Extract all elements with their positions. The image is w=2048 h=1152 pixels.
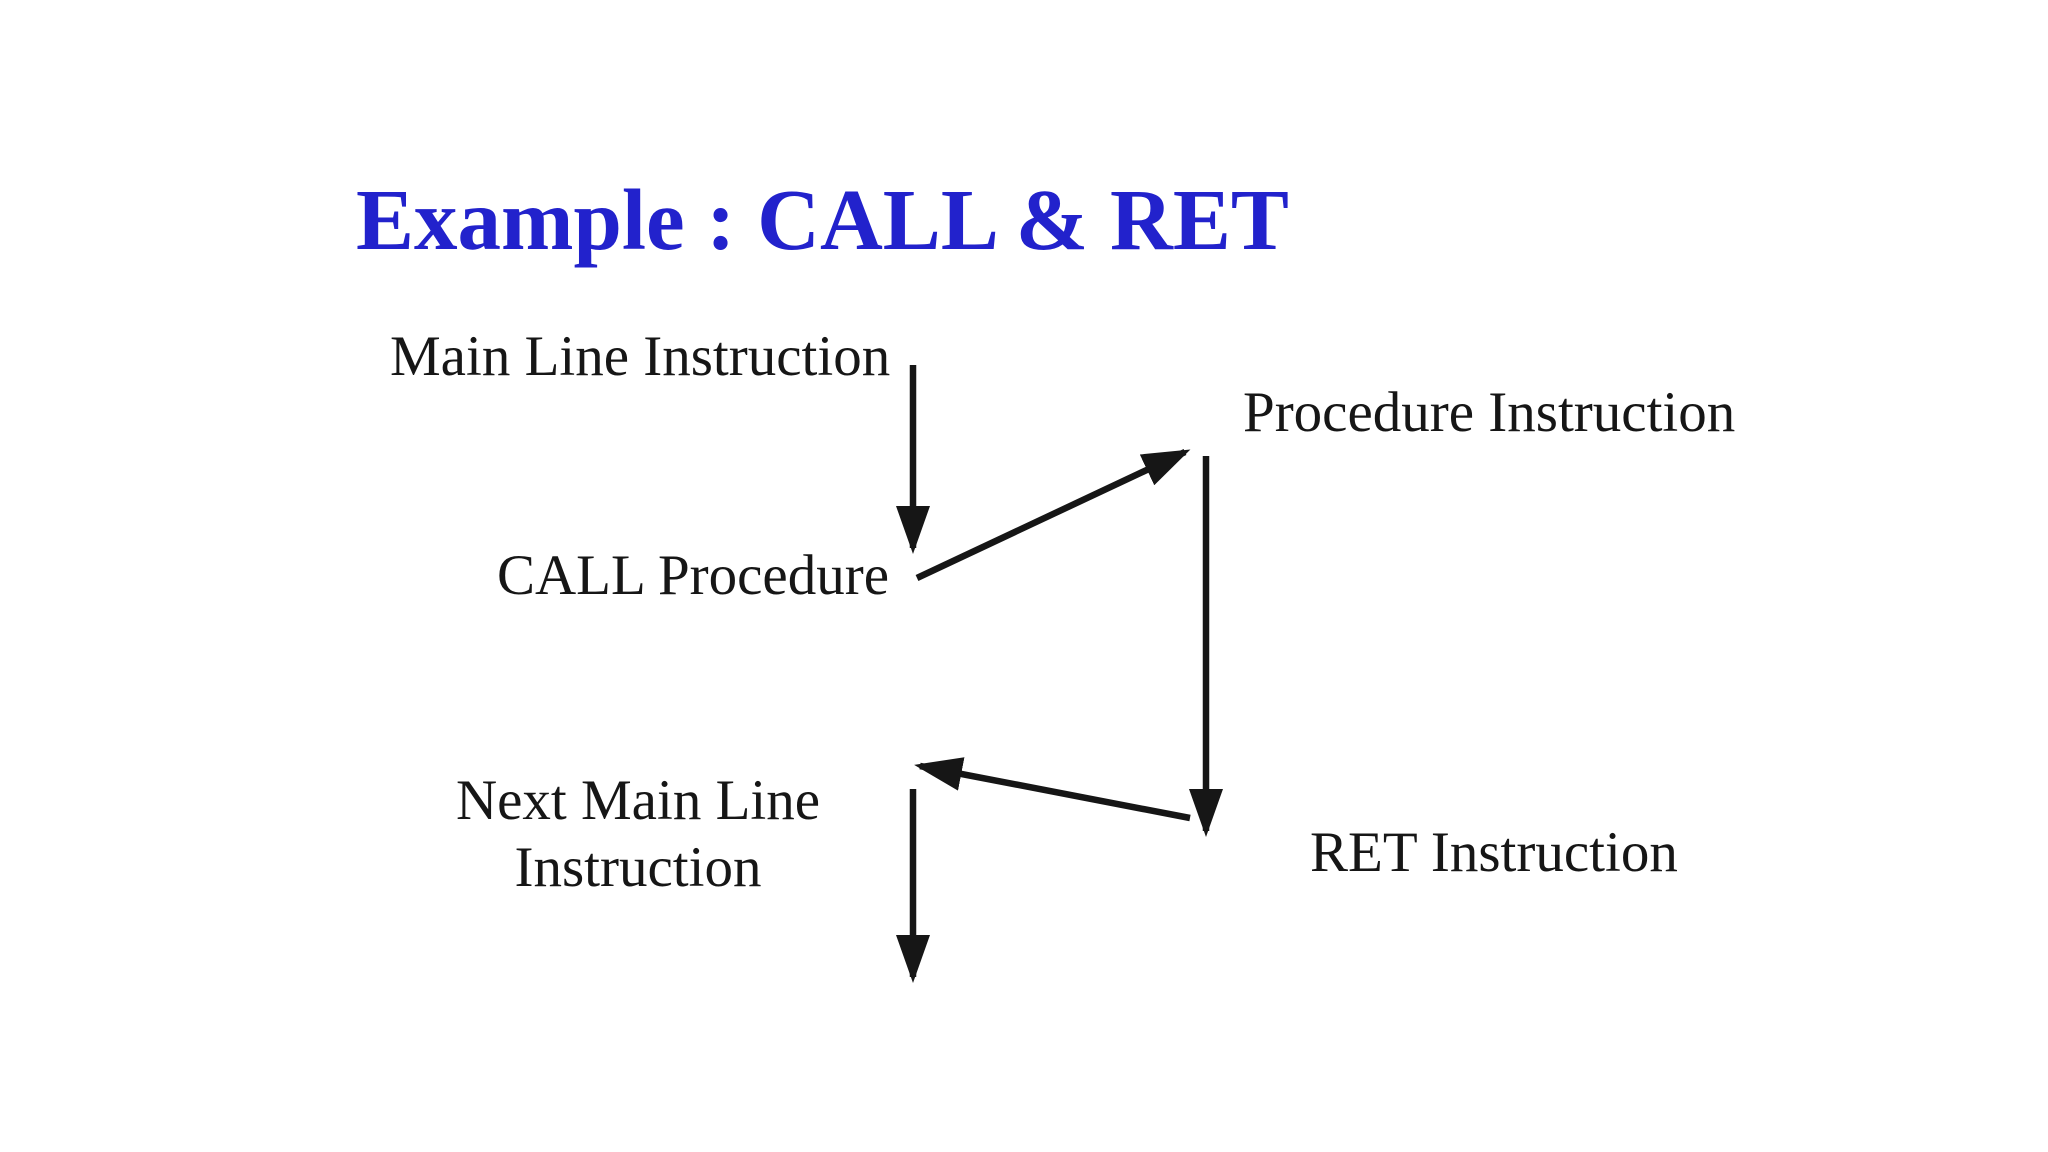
label-procedure-instruction: Procedure Instruction — [1243, 381, 1736, 444]
label-call-procedure: CALL Procedure — [497, 544, 890, 607]
page-title: Example : CALL & RET — [356, 171, 1289, 268]
label-ret-instruction: RET Instruction — [1310, 821, 1678, 884]
arrow-call-to-procedure — [915, 449, 1191, 581]
label-main-line-instruction: Main Line Instruction — [390, 325, 891, 388]
arrow-ret-to-next-main-line — [914, 757, 1191, 822]
label-next-main-line-instruction: Next Main Line Instruction — [455, 769, 821, 899]
